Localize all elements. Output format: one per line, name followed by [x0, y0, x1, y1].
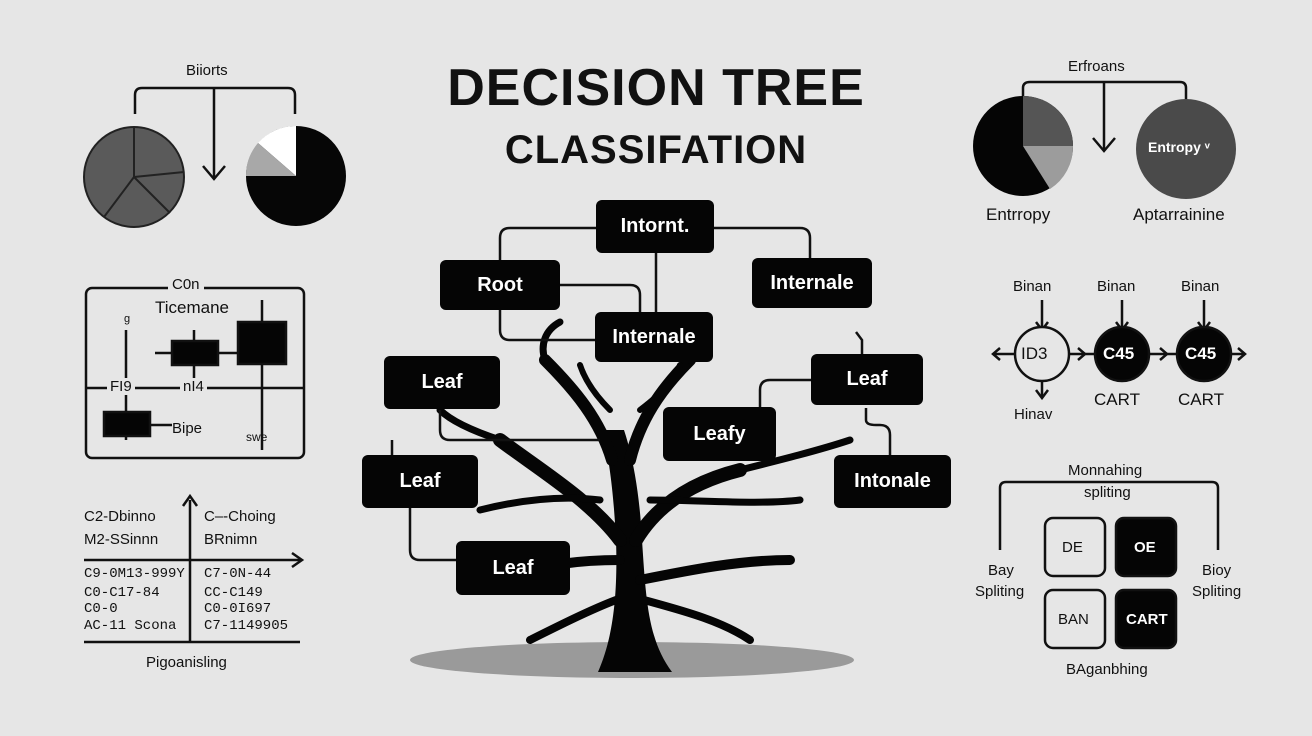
br-header-2: spliting: [1081, 484, 1134, 501]
bl-row2-right: BRnimn: [204, 531, 258, 548]
br-cell-de[interactable]: DE: [1062, 539, 1083, 556]
br-side-right-2: Spliting: [1192, 583, 1242, 600]
tree-node-top-internal[interactable]: Intornt.: [596, 200, 714, 253]
tree-node-leafy[interactable]: Leafy: [663, 407, 776, 461]
bl-code-left-3: C0-0: [84, 601, 118, 617]
candlestick-subtitle: Ticemane: [155, 298, 230, 317]
page-subtitle: CLASSIFATION: [504, 128, 808, 172]
algorithm-cart-2: CART: [1178, 390, 1224, 409]
tree-node-leaf-right-1[interactable]: Leaf: [811, 354, 923, 405]
bl-code-right-4: C7-1149905: [204, 618, 289, 634]
tree-trunk: [598, 430, 672, 672]
bl-code-left-4: AC-11 Scona: [84, 618, 177, 634]
bl-code-left-1: C9-0M13-999Y: [84, 566, 185, 582]
page-title: DECISION TREE: [447, 59, 865, 117]
tree-node-intonale[interactable]: Intonale: [834, 455, 951, 508]
candlestick-label-bipe: Bipe: [172, 420, 203, 437]
br-side-right-1: Bioy: [1202, 562, 1232, 579]
algorithm-bottom-label: Hinav: [1014, 406, 1053, 423]
bl-code-left-2: C0-C17-84: [84, 585, 160, 601]
algorithm-c45-1[interactable]: C45: [1103, 344, 1135, 363]
br-side-left-2: Spliting: [975, 583, 1025, 600]
bl-row2-left: M2-SSinnn: [84, 531, 159, 548]
candlestick-label-ni: nI4: [180, 378, 207, 395]
algorithm-flow: [991, 300, 1247, 401]
bl-footer: Pigoanisling: [146, 654, 227, 671]
tree-node-leaf-left-2[interactable]: Leaf: [362, 455, 478, 508]
bl-row1-left: C2-Dbinno: [84, 508, 156, 525]
top-right-pies: [973, 80, 1236, 199]
algorithm-top-label-1: Binan: [1013, 278, 1052, 295]
algorithm-cart-1: CART: [1094, 390, 1140, 409]
candlestick-small-label: g: [124, 313, 131, 325]
entropy-caption: Entrropy: [986, 205, 1051, 224]
bl-code-right-2: CC-C149: [204, 585, 263, 601]
splitting-frame: [998, 480, 1220, 650]
algorithm-top-label-3: Binan: [1181, 278, 1220, 295]
aptarrainine-caption: Aptarrainine: [1133, 205, 1225, 224]
algorithm-id3[interactable]: ID3: [1021, 344, 1048, 363]
tree-node-internal-right[interactable]: Internale: [752, 258, 872, 308]
tree-node-root[interactable]: Root: [440, 260, 560, 310]
tree-node-leaf-bottom[interactable]: Leaf: [456, 541, 570, 595]
bl-row1-right: C–-Choing: [204, 508, 276, 525]
tree-connectors: [390, 226, 892, 562]
entropy-circle-label: Entropy ᵛ: [1148, 139, 1210, 155]
bottom-left-axes: [84, 493, 305, 644]
bl-code-right-3: C0-0I697: [204, 601, 272, 617]
candlestick-label-swe: swe: [246, 430, 268, 444]
algorithm-top-label-2: Binan: [1097, 278, 1136, 295]
candlestick-label-fi: FI9: [107, 378, 135, 395]
algorithm-c45-2[interactable]: C45: [1185, 344, 1217, 363]
bl-code-right-1: C7-0N-44: [204, 566, 272, 582]
top-left-label: Biiorts: [186, 62, 228, 79]
br-header-1: Monnahing: [1068, 462, 1143, 479]
br-cell-oe[interactable]: OE: [1134, 539, 1156, 556]
top-right-label: Erfroans: [1068, 58, 1125, 75]
br-cell-ban[interactable]: BAN: [1058, 611, 1089, 628]
tree-node-leaf-left-1[interactable]: Leaf: [384, 356, 500, 409]
top-left-pies: [83, 86, 346, 228]
br-cell-cart[interactable]: CART: [1126, 611, 1168, 628]
br-side-left-1: Bay: [988, 562, 1014, 579]
tree-node-internal-center[interactable]: Internale: [595, 312, 713, 362]
candlestick-top-label: C0n: [168, 276, 204, 293]
br-footer: BAganbhing: [1066, 661, 1148, 678]
